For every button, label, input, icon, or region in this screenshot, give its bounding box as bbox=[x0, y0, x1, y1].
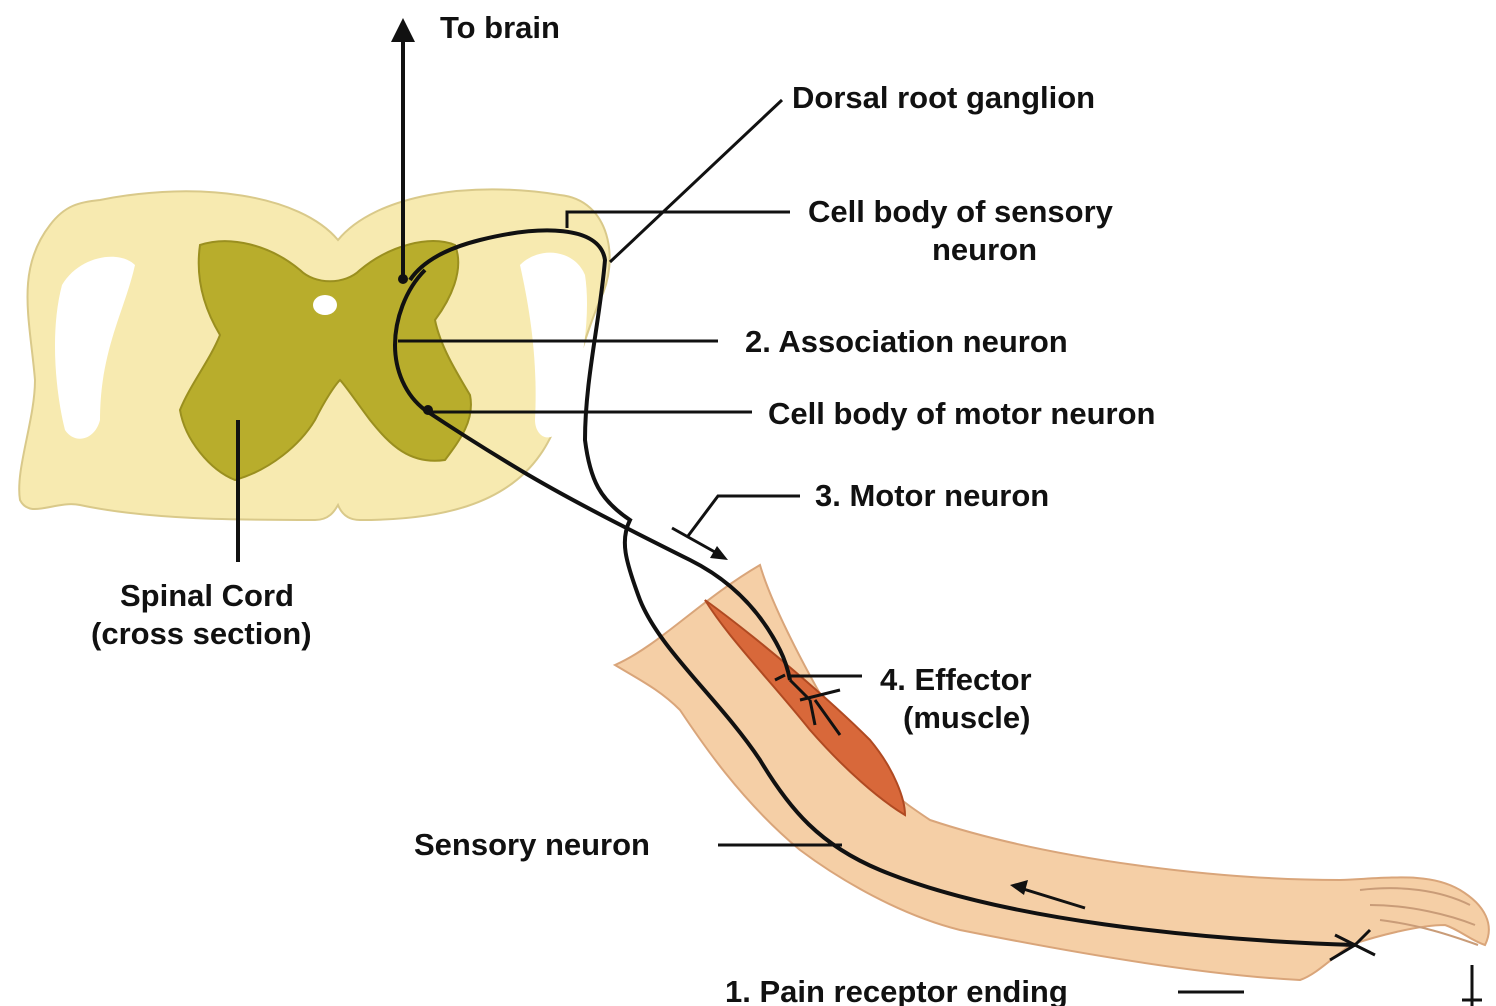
label-effector-1: 4. Effector bbox=[880, 662, 1032, 697]
motor-cell-body bbox=[423, 405, 433, 415]
pin-icon bbox=[1462, 965, 1482, 1006]
label-spinal-cord-1: Spinal Cord bbox=[120, 578, 294, 613]
motor-direction-arrow-head bbox=[710, 546, 728, 560]
leader-dorsal-root-ganglion bbox=[610, 100, 782, 262]
label-to-brain: To brain bbox=[440, 10, 560, 45]
label-motor-neuron: 3. Motor neuron bbox=[815, 478, 1049, 513]
leader-motor-neuron bbox=[688, 496, 800, 536]
label-cell-body-sensory-2: neuron bbox=[932, 232, 1037, 267]
to-brain-arrow-head bbox=[391, 18, 415, 42]
label-cell-body-sensory-1: Cell body of sensory bbox=[808, 194, 1114, 229]
label-association-neuron: 2. Association neuron bbox=[745, 324, 1068, 359]
central-canal bbox=[313, 295, 337, 315]
label-spinal-cord-2: (cross section) bbox=[91, 616, 312, 651]
label-dorsal-root-ganglion: Dorsal root ganglion bbox=[792, 80, 1095, 115]
sensory-cell-body bbox=[398, 274, 408, 284]
label-effector-2: (muscle) bbox=[903, 700, 1030, 735]
label-sensory-neuron: Sensory neuron bbox=[414, 827, 650, 862]
label-cell-body-motor: Cell body of motor neuron bbox=[768, 396, 1156, 431]
label-pain-receptor: 1. Pain receptor ending bbox=[725, 974, 1068, 1006]
